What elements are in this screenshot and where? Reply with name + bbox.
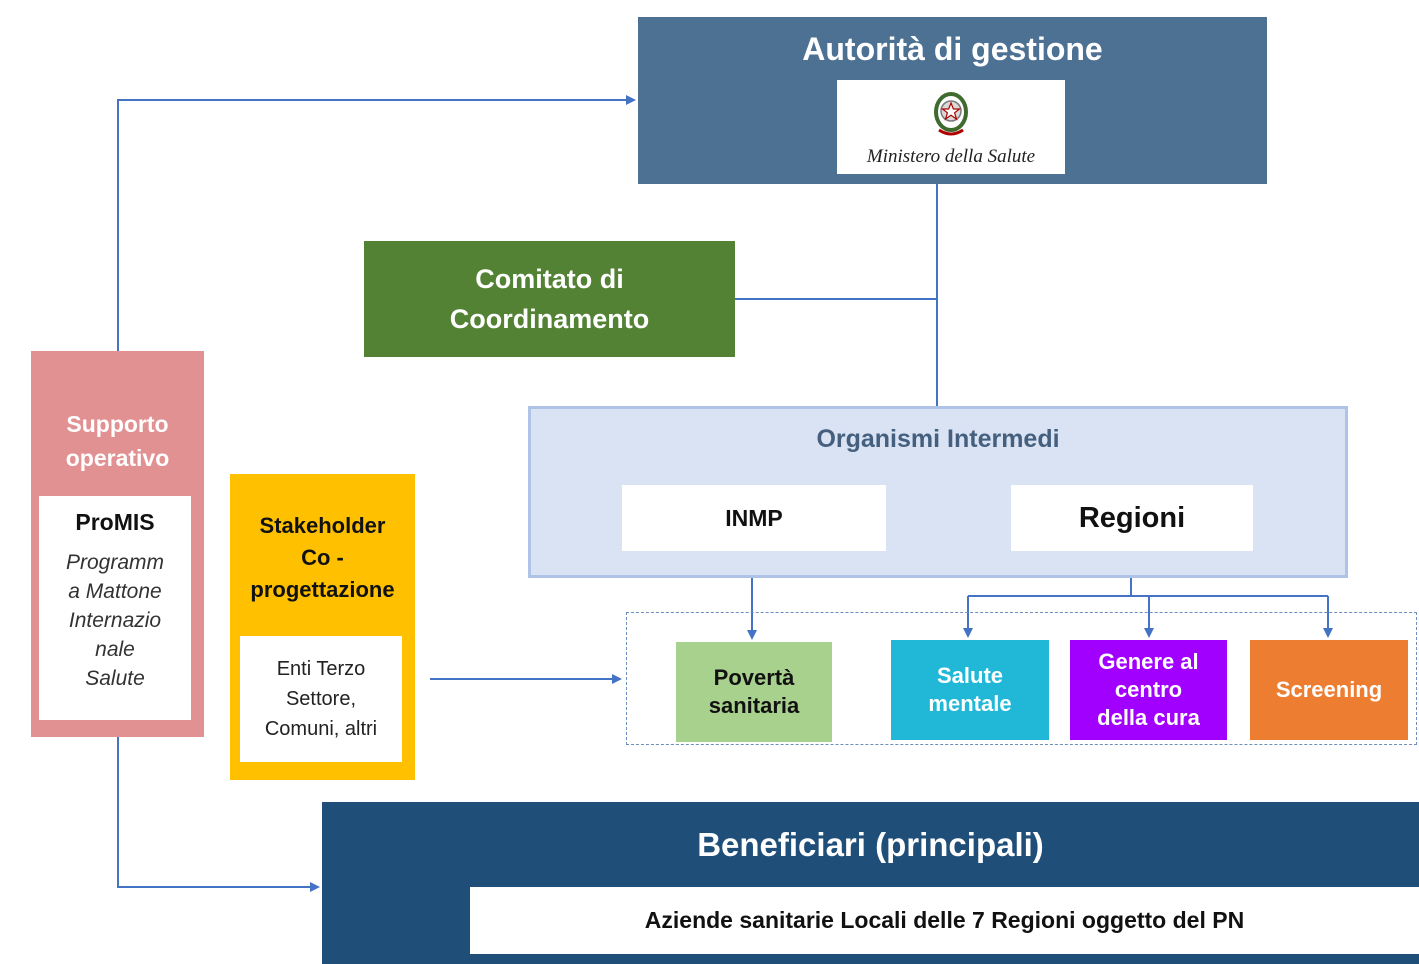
inmp-box: INMP [622,485,886,551]
target-salute-label: Salute mentale [928,663,1012,716]
enti-box: Enti Terzo Settore, Comuni, altri [240,636,402,762]
comitato-label: Comitato di Coordinamento [449,264,650,334]
supporto-title: Supporto operativo [65,411,170,471]
stakeholder-title: Stakeholder Co - progettazione [250,513,395,602]
organismi-title: Organismi Intermedi [816,425,1060,453]
regioni-box: Regioni [1011,485,1253,551]
aziende-box: Aziende sanitarie Locali delle 7 Regioni… [470,887,1419,954]
supporto-operativo-box: Supporto operativo ProMIS Programm a Mat… [31,351,204,737]
stakeholder-box: Stakeholder Co - progettazione Enti Terz… [230,474,415,780]
connector-supporto-autorita [117,95,636,351]
promis-box: ProMIS Programm a Mattone Internazio nal… [39,496,191,720]
comitato-coordinamento-box: Comitato di Coordinamento [364,241,735,357]
target-poverta-label: Povertà sanitaria [708,665,800,718]
autorita-di-gestione-box: Autorità di gestione Ministero della Sal… [638,17,1267,184]
enti-label: Enti Terzo Settore, Comuni, altri [264,658,378,740]
target-genere-cura: Genere al centro della cura [1070,640,1227,740]
organismi-intermedi-box: Organismi Intermedi INMP Regioni [528,406,1348,578]
target-genere-label: Genere al centro della cura [1097,649,1200,730]
connector-supporto-beneficiari [117,737,320,892]
targets-group-frame [626,612,1417,745]
autorita-title: Autorità di gestione [802,31,1103,67]
promis-title: ProMIS [75,509,155,535]
promis-description: Programm a Mattone Internazio nale Salut… [65,551,165,690]
target-poverta-sanitaria: Povertà sanitaria [676,642,832,742]
target-salute-mentale: Salute mentale [891,640,1049,740]
target-screening: Screening [1250,640,1408,740]
ministero-logo: Ministero della Salute [837,80,1065,174]
beneficiari-box: Beneficiari (principali) Aziende sanitar… [322,802,1419,964]
beneficiari-title: Beneficiari (principali) [697,826,1044,863]
emblem-icon [934,92,968,136]
logo-text: Ministero della Salute [866,146,1036,167]
target-screening-label: Screening [1275,677,1383,702]
